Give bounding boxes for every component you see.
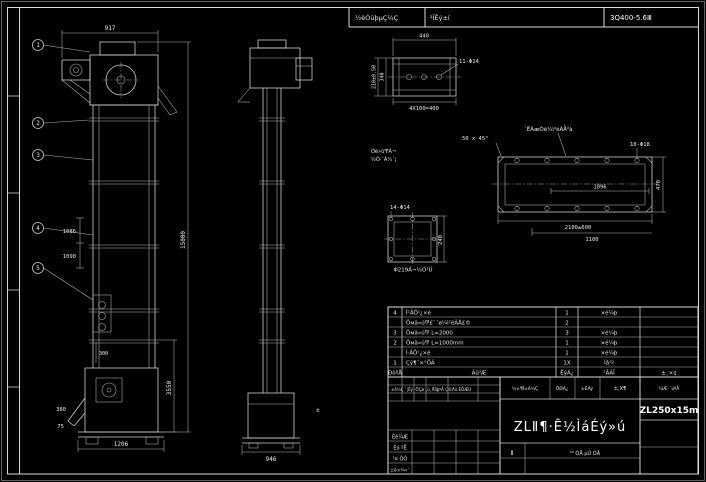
row-no: 4 [393, 311, 397, 317]
top-right-header-table: ½èÓüþµÇ¼Ç ²ÎÊý±í 3Q400-5.6Ⅲ [348, 7, 699, 28]
revision-strip-labels: ±ê¼Ç ´¦Êý ·ÖÇø ¸ü¸ÄÎļþºÅ Ç©Ãû ÈÕÆÚ [391, 387, 471, 392]
row-no: 1 [393, 361, 397, 367]
side-elevation-view: 946 [237, 39, 313, 463]
section-mark: Ⅱ [511, 450, 514, 457]
dim-channel-left-inner: 340 [380, 72, 386, 81]
dim-1086: 1086 [63, 229, 76, 235]
weight-label: ÖØÁ¿ [556, 385, 569, 392]
row-material: ×é¼þ [601, 310, 618, 317]
product-code-label: ²úÆ·´úºÅ [659, 385, 681, 392]
stray-mark: ± [316, 407, 320, 414]
detail-notes: Óë»úͲÁ¬ ½Ó·¨À¼´¦ [371, 148, 397, 163]
dim-75: 75 [57, 424, 64, 430]
dim-plate-length: 2100±600 [565, 225, 592, 231]
row-name: Öмä»úͲ L=2000 [406, 330, 453, 337]
table-row: 4 Î²ÂÖ²¿×é 1 ×é¼þ [393, 310, 618, 317]
flange-caption: Φ219Á¬½Ó¹Ü [393, 267, 432, 274]
table-row: Í·ÂÖ²¿×é 1 ×é¼þ [406, 350, 618, 357]
balloon-5-number: 5 [36, 265, 40, 272]
balloon-4: 4 [32, 222, 94, 236]
note-line-2: ½Ó·¨À¼´¦ [371, 156, 397, 163]
balloon-1-number: 1 [36, 42, 40, 49]
dim-plate-1100: 1100 [585, 237, 598, 243]
row-name: Çý¶¯×°ÖÃ [406, 360, 435, 367]
table-row: 1 Çý¶¯×°ÖÃ 1X Íâ¹º [393, 360, 614, 367]
table-row: Öмä»úͲ£¨´ø¼ì²éÃÅ£© 2 [406, 320, 569, 327]
dim-channel-bottom: 4X100=400 [409, 106, 439, 112]
dim-380: 380 [56, 407, 66, 413]
table-row: 2 Öмä»úͲ L=1000mm 1 ×é¼þ [393, 340, 618, 347]
dim-base-width: 1206 [114, 441, 129, 448]
dim-total-height: 15000 [180, 231, 187, 249]
balloon-3-number: 3 [36, 152, 40, 159]
header-qty: ÊýÁ¿ [560, 369, 573, 377]
signature-process-label: ¹¤ ÒÕ [393, 456, 408, 463]
row-qty: 1 [565, 341, 569, 347]
dim-plate-inner: 1096 [593, 185, 606, 191]
detail-channel-section: 11-Φ14 440 210±0.50 340 4X100=400 [372, 34, 480, 113]
header-no: ÐòºÅ [388, 370, 402, 377]
table-row: 3 Öмä»úͲ L=2000 3 ×é¼þ [393, 330, 618, 337]
header-name: Ãû³Æ [472, 370, 487, 377]
dim-flange-height: 240 [438, 235, 444, 245]
plate-holes-label: 10-Φ18 [630, 142, 650, 148]
sheet-count-note: ¹² ÕÅ µÚ ÕÅ [570, 450, 601, 457]
dim-side-base-width: 946 [266, 456, 277, 463]
borrow-register-label: ½èÓüþµÇ¼Ç [355, 13, 399, 22]
row-qty: 1 [565, 351, 569, 357]
row-qty: 1X [563, 361, 570, 367]
signature-design-label: Éè¼Æ [392, 433, 408, 441]
plate-chamfer-note: 50 x 45° [462, 136, 489, 142]
row-material: ×é¼þ [601, 350, 618, 357]
stage-mark-label: ½×¶Î±ê¼Ç [512, 385, 538, 392]
row-no: 3 [393, 331, 397, 337]
balloon-1: 1 [32, 39, 91, 53]
document-number: 3Q400-5.6Ⅲ [610, 14, 652, 22]
signature-check-label: Éó ºË [393, 444, 406, 452]
balloon-4-number: 4 [36, 225, 40, 232]
channel-holes-label: 11-Φ14 [459, 59, 480, 65]
parameter-table-label: ²ÎÊý±í [430, 13, 450, 22]
signature-standard-label: ±ê×¼»¯ [390, 467, 410, 474]
header-material: ²ÄÁÏ [603, 370, 615, 377]
dim-channel-left-outer: 210±0.50 [372, 65, 378, 89]
front-elevation-view: 917 15000 3550 1086 1090 300 380 75 1206… [32, 25, 191, 452]
detail-side-plate: 10-Φ18 50 x 45° ´ËÃæÓë¼ì²éÃÅͬ²à 1096 470… [462, 125, 666, 243]
scale-value: ±,X¶ [614, 386, 626, 392]
dim-channel-top: 440 [419, 34, 429, 40]
row-material: Íâ¹º [604, 360, 614, 367]
row-name: Öмä»úͲ£¨´ø¼ì²éÃÅ£© [406, 320, 471, 327]
parts-list-table: 4 Î²ÂÖ²¿×é 1 ×é¼þ Öмä»úͲ£¨´ø¼ì²éÃÅ£© 2 3… [387, 306, 699, 378]
dim-boot-height: 3550 [166, 380, 173, 395]
dim-plate-height: 470 [656, 180, 662, 190]
plate-top-note: ´ËÃæÓë¼ì²éÃÅͬ²à [524, 125, 573, 133]
balloon-2-number: 2 [36, 120, 40, 127]
detail-flange-plate: 14-Φ14 240 Φ219Á¬½Ó¹Ü [384, 205, 447, 274]
row-name: Î²ÂÖ²¿×é [406, 310, 432, 317]
table-header-row: ÐòºÅ Ãû³Æ ÊýÁ¿ ²ÄÁÏ ±¸×¢ [388, 369, 677, 377]
row-material: ×é¼þ [601, 340, 618, 347]
drawing-title: ZLⅡ¶·Ê½ÌáÉý»ú [514, 419, 626, 435]
balloon-2: 2 [32, 117, 90, 129]
title-block: ±ê¼Ç ´¦Êý ·ÖÇø ¸ü¸ÄÎļþºÅ Ç©Ãû ÈÕÆÚ Éè¼Æ … [387, 376, 699, 475]
row-qty: 1 [565, 311, 569, 317]
row-material: ×é¼þ [601, 330, 618, 337]
dim-300: 300 [99, 351, 108, 357]
row-qty: 3 [565, 331, 569, 337]
dim-1090: 1090 [63, 254, 76, 260]
note-line-1: Óë»úͲÁ¬ [371, 148, 396, 155]
balloon-3: 3 [32, 149, 94, 161]
model-number: ZL250x15m [640, 406, 699, 416]
scale-label: ±ÈÀý [581, 384, 593, 392]
dim-head-width: 917 [105, 25, 116, 32]
flange-holes-label: 14-Φ14 [390, 205, 411, 211]
row-name: Í·ÂÖ²¿×é [406, 350, 431, 357]
balloon-5: 5 [32, 262, 94, 301]
row-name: Öмä»úͲ L=1000mm [406, 340, 464, 347]
header-remark: ±¸×¢ [661, 371, 676, 377]
row-no: 2 [393, 341, 397, 347]
row-qty: 2 [565, 321, 569, 327]
